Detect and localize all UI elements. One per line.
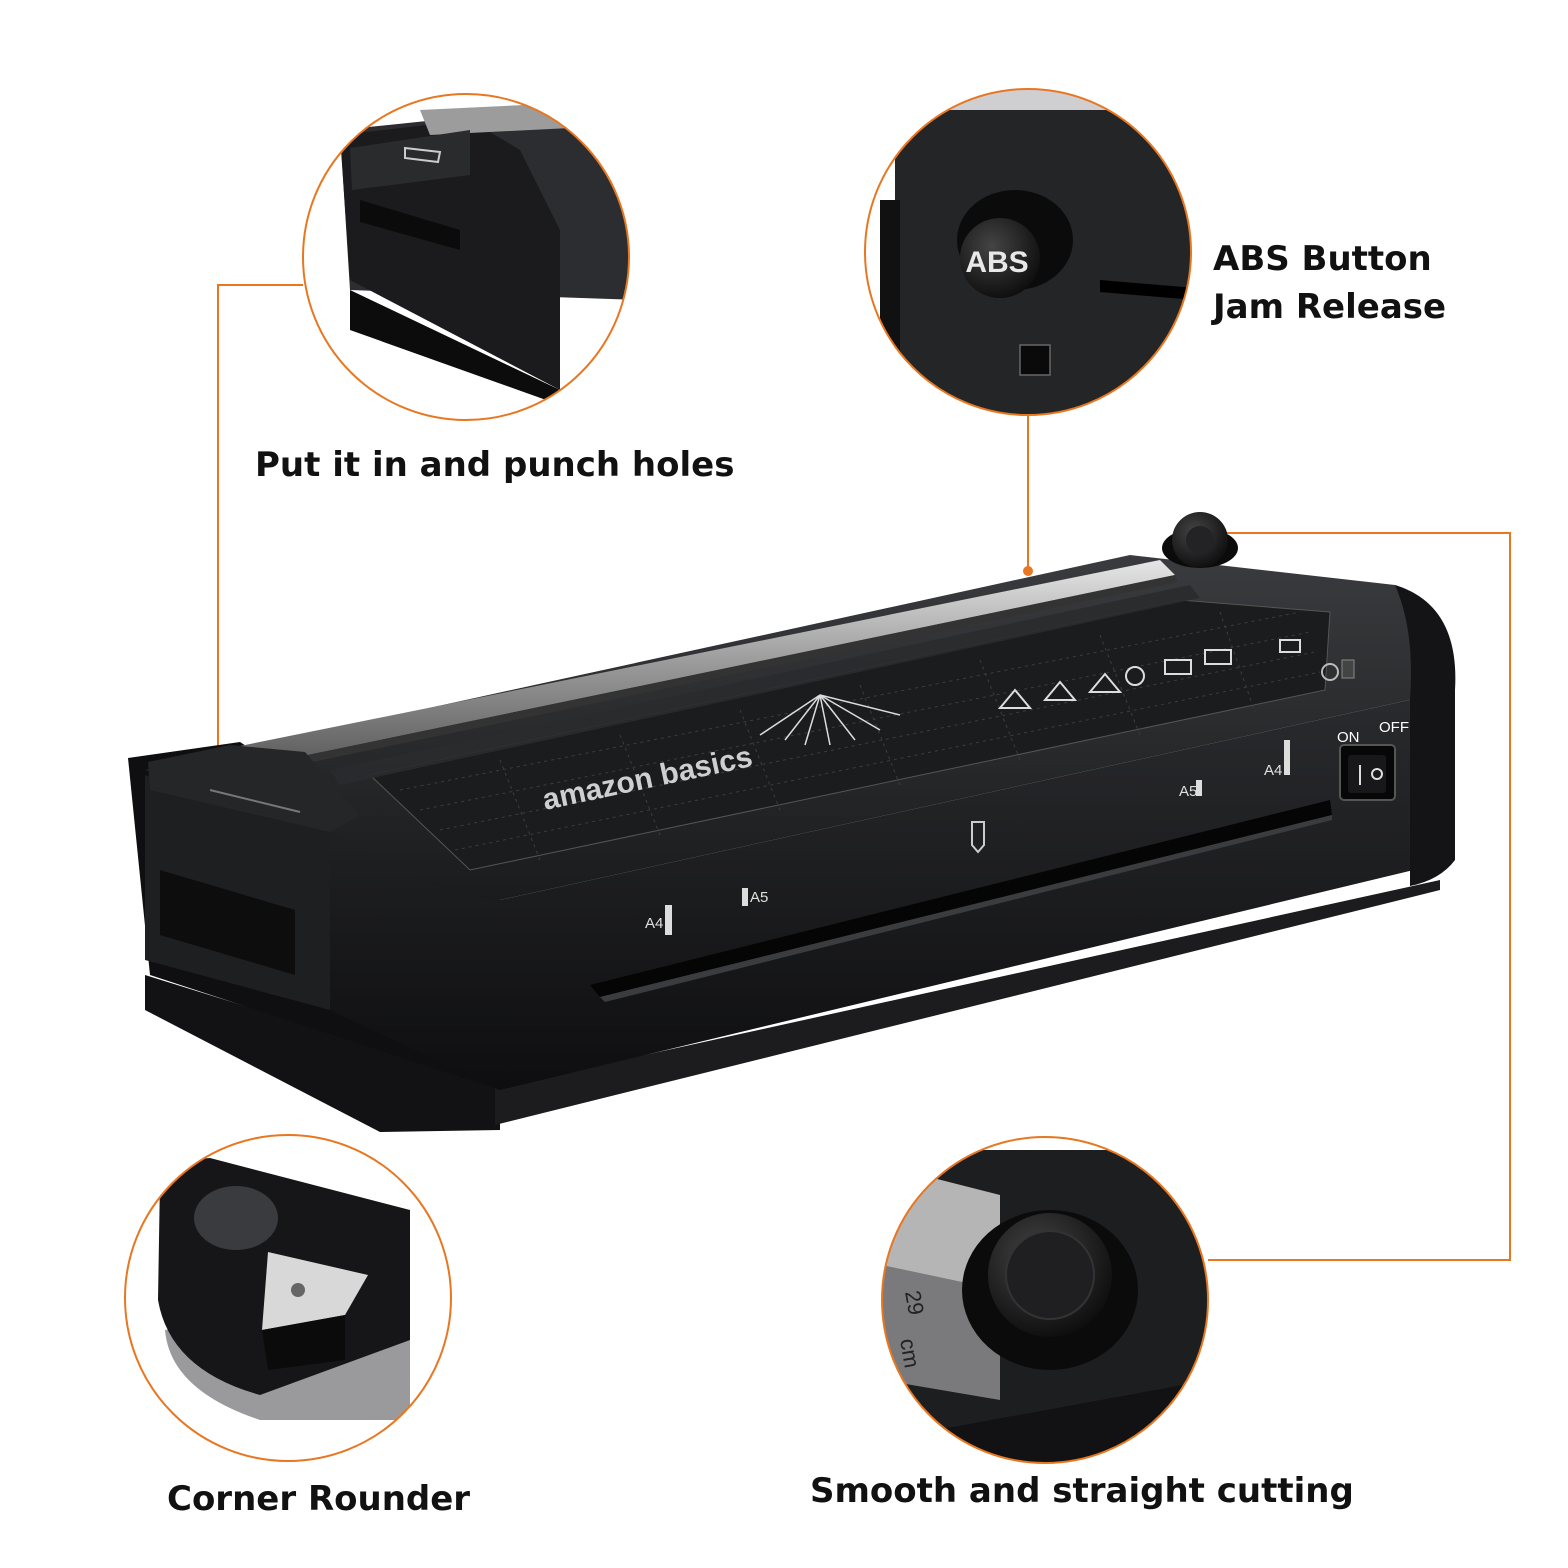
- caption-cut-text: Smooth and straight cutting: [810, 1471, 1354, 1511]
- caption-punch-holes: Put it in and punch holes: [255, 442, 734, 490]
- caption-abs-button: ABS Button Jam Release: [1213, 236, 1446, 331]
- abs-button-label: ABS: [965, 246, 1028, 279]
- caption-corner-rounder: Corner Rounder: [167, 1476, 470, 1524]
- switch-off-label: OFF: [1379, 719, 1409, 736]
- slot-mark-a4-front: A4: [645, 915, 663, 932]
- ruler-unit: cm: [895, 1337, 925, 1370]
- callout-corner: [124, 1134, 452, 1462]
- callout-punch: [302, 93, 630, 421]
- leader-lines: [217, 284, 1511, 1261]
- callout-abs: ABS: [864, 88, 1192, 416]
- switch-on-label: ON: [1337, 729, 1360, 746]
- caption-punch-text: Put it in and punch holes: [255, 445, 735, 485]
- slot-mark-a5-front: A5: [750, 889, 768, 906]
- ruler-number: 29: [900, 1289, 929, 1317]
- slot-mark-a5-top: A5: [1179, 783, 1197, 800]
- laminator-body: [128, 512, 1456, 1132]
- caption-abs-line1: ABS Button: [1213, 239, 1432, 279]
- caption-abs-line2: Jam Release: [1213, 286, 1447, 327]
- callout-cut: 29 cm: [881, 1136, 1209, 1464]
- slot-mark-a4-top: A4: [1264, 762, 1282, 779]
- leader-dot-abs: [1023, 566, 1033, 576]
- caption-straight-cutting: Smooth and straight cutting: [810, 1468, 1354, 1516]
- caption-corner-text: Corner Rounder: [167, 1479, 471, 1519]
